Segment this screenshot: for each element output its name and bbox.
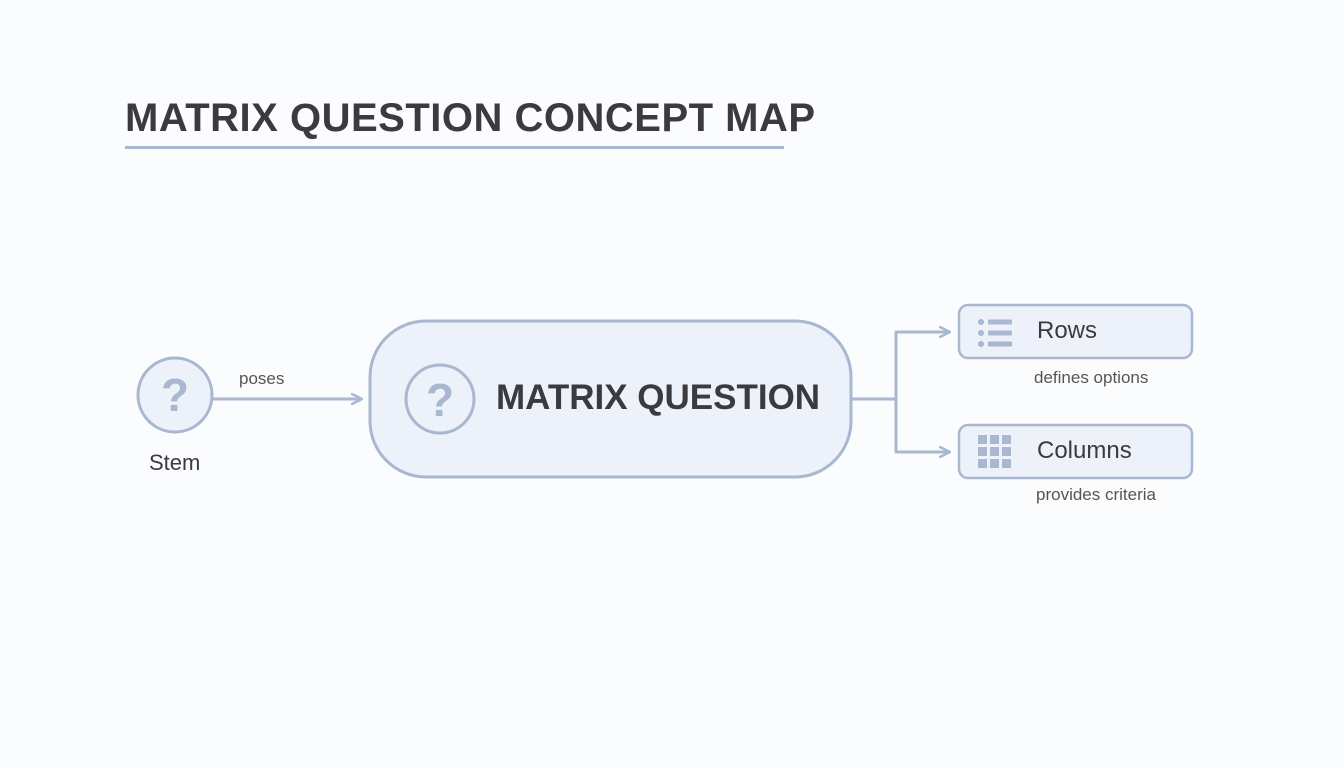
edge-label-provides-criteria: provides criteria: [1036, 485, 1156, 504]
list-icon: [978, 319, 1012, 347]
matrix-question-node: ?: [368, 319, 853, 479]
page-title: MATRIX QUESTION CONCEPT MAP: [125, 96, 816, 140]
edge-matrix-to-branches: [851, 332, 949, 452]
rows-label: Rows: [1037, 317, 1098, 344]
stem-node: ?: [136, 356, 214, 434]
columns-node: [957, 423, 1194, 480]
question-mark-icon: ?: [426, 374, 454, 426]
edge-label-poses: poses: [239, 369, 285, 388]
matrix-question-label: MATRIX QUESTION: [496, 378, 821, 417]
rows-node: [957, 303, 1194, 360]
stem-label: Stem: [149, 450, 201, 475]
svg-text:?: ?: [161, 369, 189, 421]
question-mark-icon: ?: [161, 369, 189, 421]
title-underline: [125, 146, 784, 149]
svg-text:?: ?: [426, 374, 454, 426]
grid-icon: [978, 435, 1011, 468]
edge-label-defines-options: defines options: [1034, 368, 1149, 387]
matrix-question-icon-ring: [404, 363, 476, 435]
columns-label: Columns: [1037, 437, 1132, 464]
